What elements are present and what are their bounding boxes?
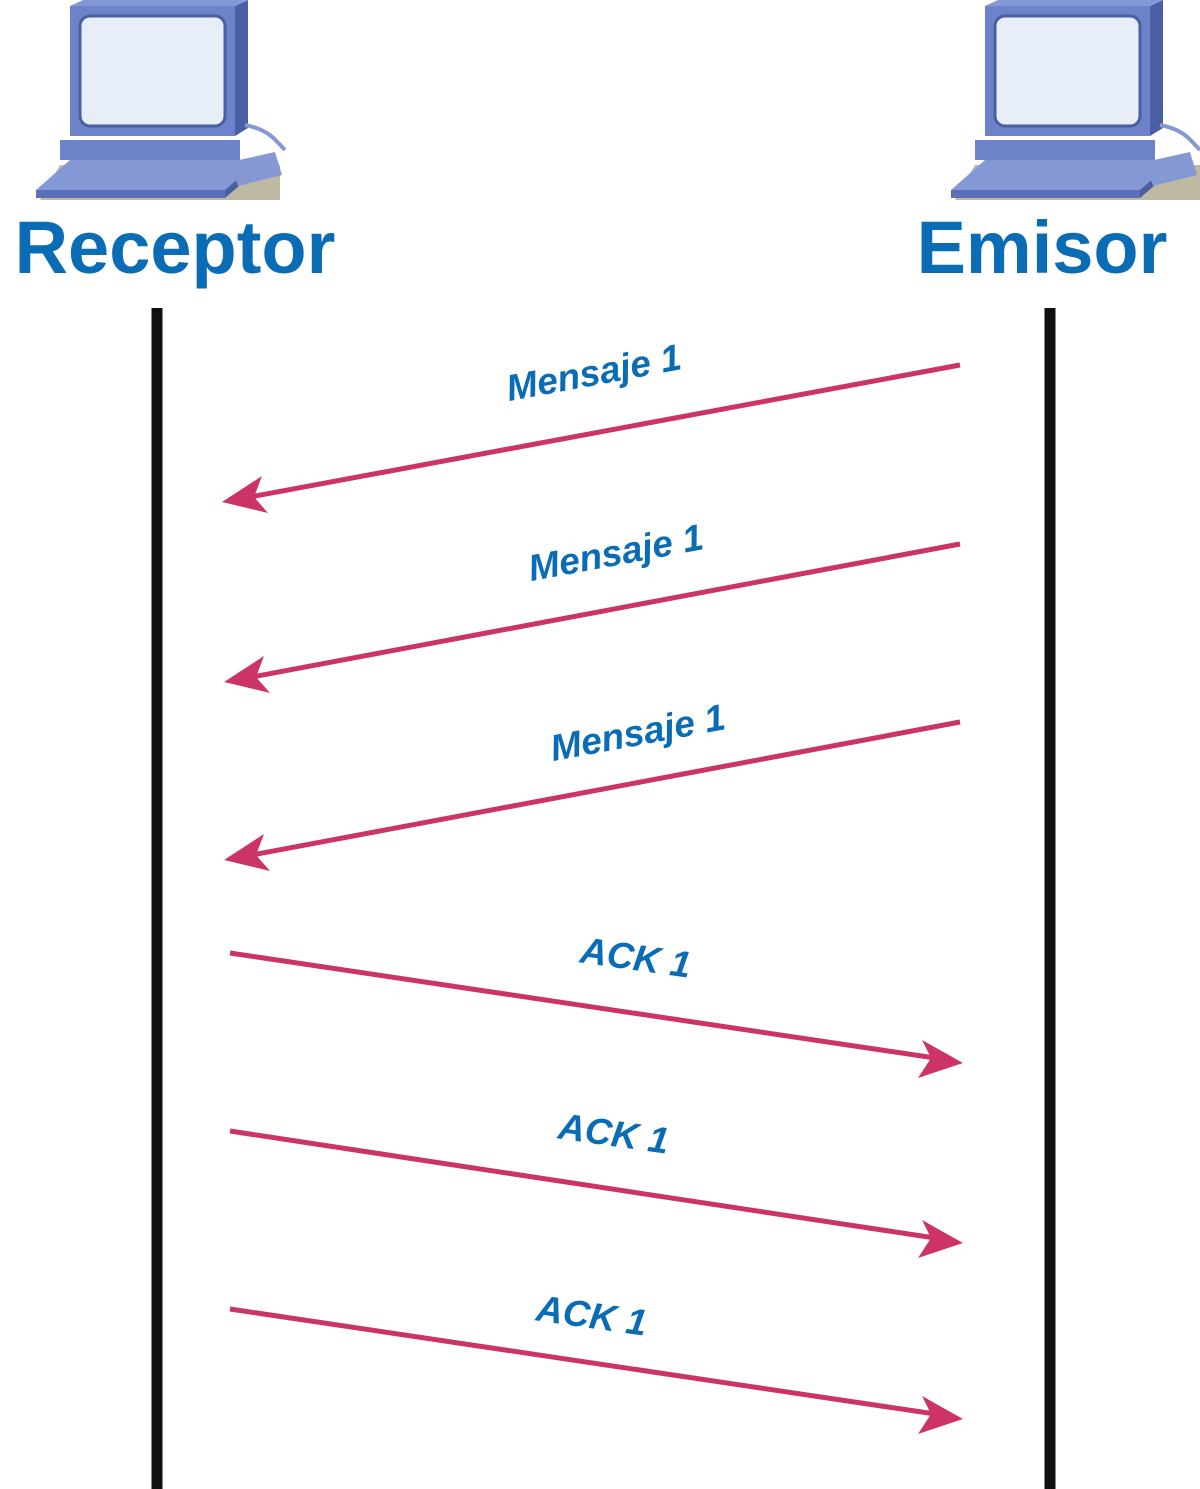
ack-arrow — [229, 950, 963, 1078]
computer-icon — [36, 0, 287, 200]
computer-icon — [951, 0, 1200, 200]
message-label: ACK 1 — [555, 1105, 672, 1161]
message-label: ACK 1 — [577, 929, 694, 985]
message-label: Mensaje 1 — [503, 336, 684, 409]
message-label: Mensaje 1 — [525, 516, 706, 589]
message-arrow — [222, 362, 961, 513]
message-arrow — [224, 541, 961, 693]
ack-arrow — [229, 1306, 963, 1434]
ack-arrow — [229, 1128, 963, 1258]
message-label: ACK 1 — [533, 1287, 650, 1343]
host-title-left: Receptor — [15, 206, 336, 289]
message-label: Mensaje 1 — [547, 696, 728, 769]
host-title-right: Emisor — [917, 206, 1168, 289]
message-arrow — [224, 719, 961, 871]
